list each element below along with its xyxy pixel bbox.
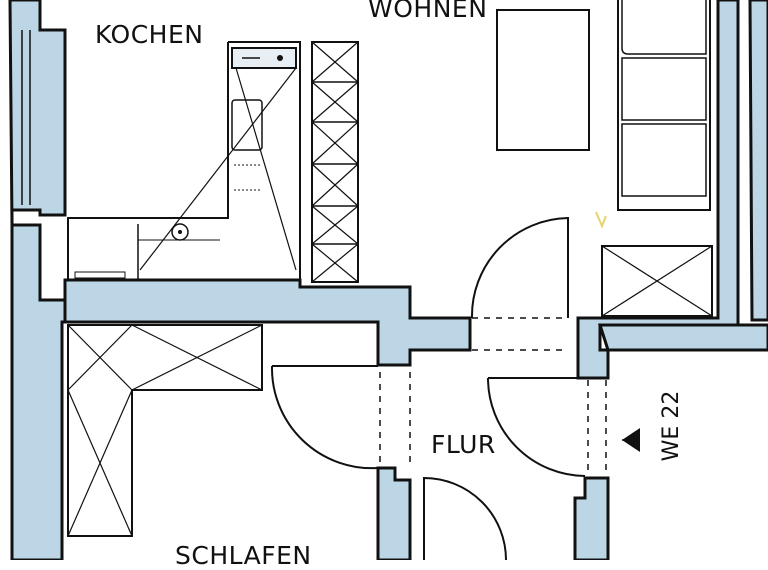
thresholds: [379, 317, 607, 474]
kitchen-units: [67, 41, 359, 283]
sofa: [617, 0, 711, 211]
wall-living-right: [576, 0, 740, 380]
table: [496, 9, 590, 151]
walls: [8, 0, 768, 560]
counter-outline: [67, 41, 301, 281]
room-label-bedroom: SCHLAFEN: [175, 541, 312, 570]
wall-hall-right: [597, 323, 768, 352]
room-label-kitchen: KOCHEN: [95, 20, 204, 49]
sideboard: [601, 245, 713, 317]
living-furniture: [496, 0, 713, 317]
wall-kitchen-bottom: [63, 278, 472, 367]
wall-hall-lower-right: [573, 476, 610, 560]
wardrobe: [67, 324, 263, 537]
stove-icon: [231, 47, 297, 69]
sink-icon: [231, 99, 263, 151]
wall-hall-lower-left: [376, 466, 412, 560]
door-bedroom: [270, 365, 379, 470]
doors: [270, 216, 586, 560]
window-left: [21, 30, 31, 205]
door-swing-icon: [470, 216, 569, 319]
wall-far-right: [748, 0, 768, 322]
door-entrance: [487, 377, 586, 477]
room-label-hall: FLUR: [431, 430, 496, 459]
tall-cabinet: [311, 41, 359, 283]
door-lower: [423, 476, 507, 560]
unit-label: WE 22: [659, 390, 684, 462]
wall-left-outer: [8, 0, 67, 560]
room-label-living: WOHNEN: [368, 0, 488, 23]
